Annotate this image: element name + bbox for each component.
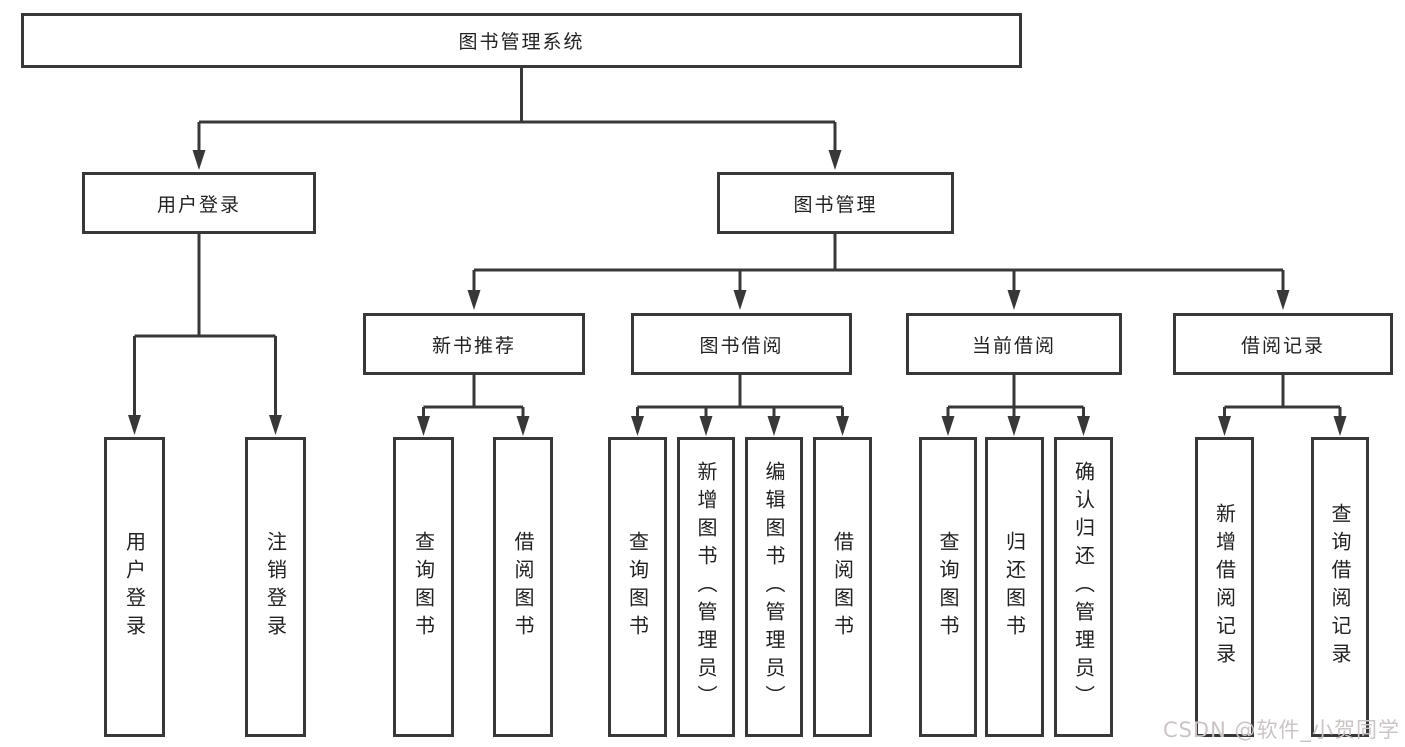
connector-borrow-record-children bbox=[1218, 375, 1347, 436]
node-cur-query-book: 查询图书 bbox=[919, 437, 977, 737]
connector-book-borrow-children bbox=[631, 375, 849, 436]
node-bor-borrow-book: 借阅图书 bbox=[813, 437, 872, 737]
node-cur-confirm-return: 确认归还（管理员） bbox=[1054, 437, 1113, 737]
node-leaf-user-login: 用户登录 bbox=[104, 437, 165, 737]
node-hist-add-record: 新增借阅记录 bbox=[1195, 437, 1254, 737]
node-bor-edit-book-label: 编辑图书（管理员） bbox=[762, 461, 786, 713]
node-root: 图书管理系统 bbox=[21, 13, 1022, 68]
node-cur-return-book-label: 归还图书 bbox=[1002, 531, 1027, 643]
node-bor-query-book-label: 查询图书 bbox=[625, 531, 650, 643]
node-rec-borrow-book-label: 借阅图书 bbox=[511, 531, 535, 643]
node-user-login-label: 用户登录 bbox=[156, 193, 241, 216]
node-borrow-record: 借阅记录 bbox=[1173, 313, 1393, 375]
node-hist-query-record-label: 查询借阅记录 bbox=[1328, 503, 1352, 671]
node-new-book-rec-label: 新书推荐 bbox=[431, 334, 516, 357]
node-hist-add-record-label: 新增借阅记录 bbox=[1212, 503, 1237, 671]
node-bor-add-book-label: 新增图书（管理员） bbox=[694, 461, 718, 713]
node-bor-borrow-book-label: 借阅图书 bbox=[830, 531, 855, 643]
node-leaf-logout-label: 注销登录 bbox=[263, 531, 288, 643]
connector-book-mgmt-children bbox=[467, 234, 1290, 310]
node-leaf-user-login-label: 用户登录 bbox=[122, 531, 147, 643]
node-new-book-rec: 新书推荐 bbox=[363, 313, 585, 375]
connector-root-to-level2 bbox=[192, 68, 842, 170]
node-cur-query-book-label: 查询图书 bbox=[936, 531, 960, 643]
node-current-borrow-label: 当前借阅 bbox=[971, 334, 1056, 357]
node-root-label: 图书管理系统 bbox=[458, 31, 585, 53]
node-book-borrow-label: 图书借阅 bbox=[699, 334, 784, 357]
node-user-login: 用户登录 bbox=[82, 172, 316, 234]
connector-current-borrow-children bbox=[941, 375, 1090, 436]
node-bor-add-book: 新增图书（管理员） bbox=[677, 437, 735, 737]
node-leaf-logout: 注销登录 bbox=[245, 437, 306, 737]
node-current-borrow: 当前借阅 bbox=[906, 313, 1122, 375]
node-borrow-record-label: 借阅记录 bbox=[1240, 334, 1325, 357]
node-hist-query-record: 查询借阅记录 bbox=[1311, 437, 1369, 737]
node-bor-query-book: 查询图书 bbox=[608, 437, 667, 737]
node-cur-confirm-return-label: 确认归还（管理员） bbox=[1071, 461, 1096, 713]
node-cur-return-book: 归还图书 bbox=[985, 437, 1044, 737]
node-rec-query-book: 查询图书 bbox=[393, 437, 454, 737]
node-rec-borrow-book: 借阅图书 bbox=[493, 437, 553, 737]
node-bor-edit-book: 编辑图书（管理员） bbox=[745, 437, 803, 737]
connector-user-login-children bbox=[128, 234, 282, 435]
node-rec-query-book-label: 查询图书 bbox=[411, 531, 436, 643]
node-book-mgmt: 图书管理 bbox=[717, 172, 954, 234]
node-book-borrow: 图书借阅 bbox=[631, 313, 852, 375]
node-book-mgmt-label: 图书管理 bbox=[793, 193, 878, 216]
connector-new-book-rec-children bbox=[417, 375, 530, 436]
